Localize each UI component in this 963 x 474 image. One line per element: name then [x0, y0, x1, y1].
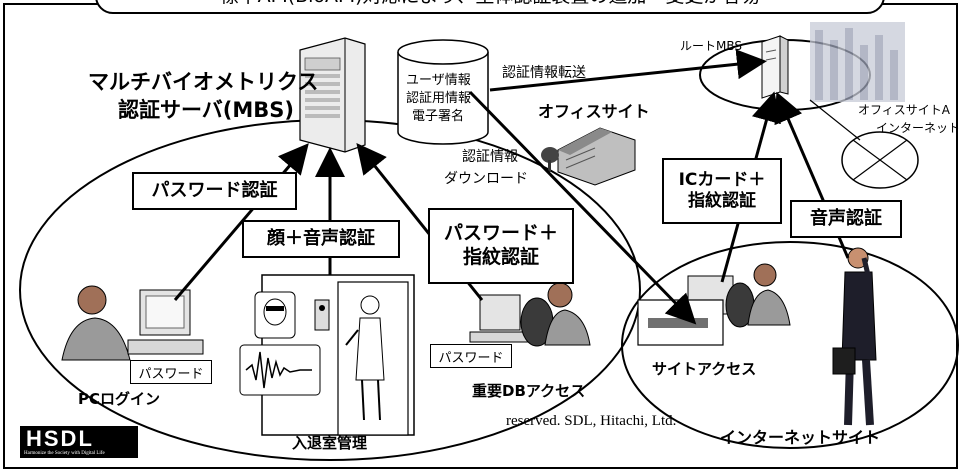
password-finger-auth-box: パスワード＋ 指紋認証	[428, 208, 574, 284]
download-label-2: ダウンロード	[444, 171, 528, 187]
ic-finger-auth-box: ICカード＋ 指紋認証	[662, 158, 782, 224]
site-access-label: サイトアクセス	[652, 360, 757, 378]
pc-workstation-icon	[61, 285, 204, 361]
transfer-label: 認証情報転送	[502, 65, 586, 81]
businessman-phone-icon	[832, 247, 877, 426]
arrow-transfer-to-root	[489, 49, 767, 92]
internet-site-label: インターネットサイト	[720, 428, 881, 447]
line-root-to-globe	[809, 99, 861, 141]
voice-auth-box: 音声認証	[790, 200, 902, 238]
face-voice-auth-box: 顔＋音声認証	[242, 220, 400, 258]
voice-auth-label: 音声認証	[810, 207, 882, 229]
root-building-icon	[810, 22, 905, 102]
db-access-label: 重要DBアクセス	[472, 382, 586, 400]
server-title-line2: 認証サーバ(MBS)	[118, 98, 295, 122]
banner-text: 標準API(BioAPI)対応により、生体認証装置の追加・変更が容易	[220, 0, 761, 8]
office-site-label: オフィスサイト	[538, 102, 650, 121]
mbs-server-icon	[299, 37, 366, 153]
db-password-tag: パスワード	[430, 344, 512, 368]
download-label-1: 認証情報	[462, 149, 518, 165]
root-mbs-server-icon	[761, 35, 789, 99]
db-password-tag-label: パスワード	[438, 350, 504, 366]
office-site-a-label: オフィスサイトA	[858, 103, 950, 117]
office-building-icon	[541, 127, 636, 186]
root-mbs-label: ルートMBS	[680, 39, 742, 53]
ic-finger-label-1: ICカード＋	[678, 169, 766, 190]
db-label-signature: 電子署名	[412, 109, 465, 124]
banner: 標準API(BioAPI)対応により、生体認証装置の追加・変更が容易	[95, 0, 885, 14]
password-auth-box: パスワード認証	[132, 172, 297, 210]
pc-password-tag-label: パスワード	[138, 366, 204, 382]
room-access-label: 入退室管理	[292, 434, 368, 452]
server-title-line1: マルチバイオメトリクス	[88, 70, 319, 94]
database-cylinder	[397, 39, 489, 145]
arrow-download	[468, 90, 697, 325]
password-auth-label: パスワード認証	[151, 179, 278, 201]
db-access-workstation-icon	[469, 282, 591, 347]
room-access-panel	[239, 274, 415, 436]
internet-site-ellipse	[621, 241, 959, 449]
db-label-user: ユーザ情報	[406, 73, 471, 88]
face-voice-auth-label: 顔＋音声認証	[267, 227, 375, 249]
internet-label: インターネット	[876, 121, 961, 135]
hsdl-logo-text: HSDL	[26, 426, 94, 451]
hsdl-logo-tagline: Harmonize the Society with Digital Life	[24, 451, 105, 456]
hsdl-logo: HSDL Harmonize the Society with Digital …	[20, 426, 138, 458]
pc-password-tag: パスワード	[130, 360, 212, 384]
internet-globe-icon	[841, 131, 919, 189]
ic-card-workstation-icon	[637, 263, 791, 346]
ic-finger-label-2: 指紋認証	[688, 191, 756, 211]
copyright-text: reserved. SDL, Hitachi, Ltd.	[506, 413, 677, 429]
password-finger-label-1: パスワード＋	[443, 222, 558, 245]
db-label-auth: 認証用情報	[406, 91, 472, 106]
password-finger-label-2: 指紋認証	[462, 246, 539, 268]
pc-login-label: PCログイン	[78, 390, 161, 408]
